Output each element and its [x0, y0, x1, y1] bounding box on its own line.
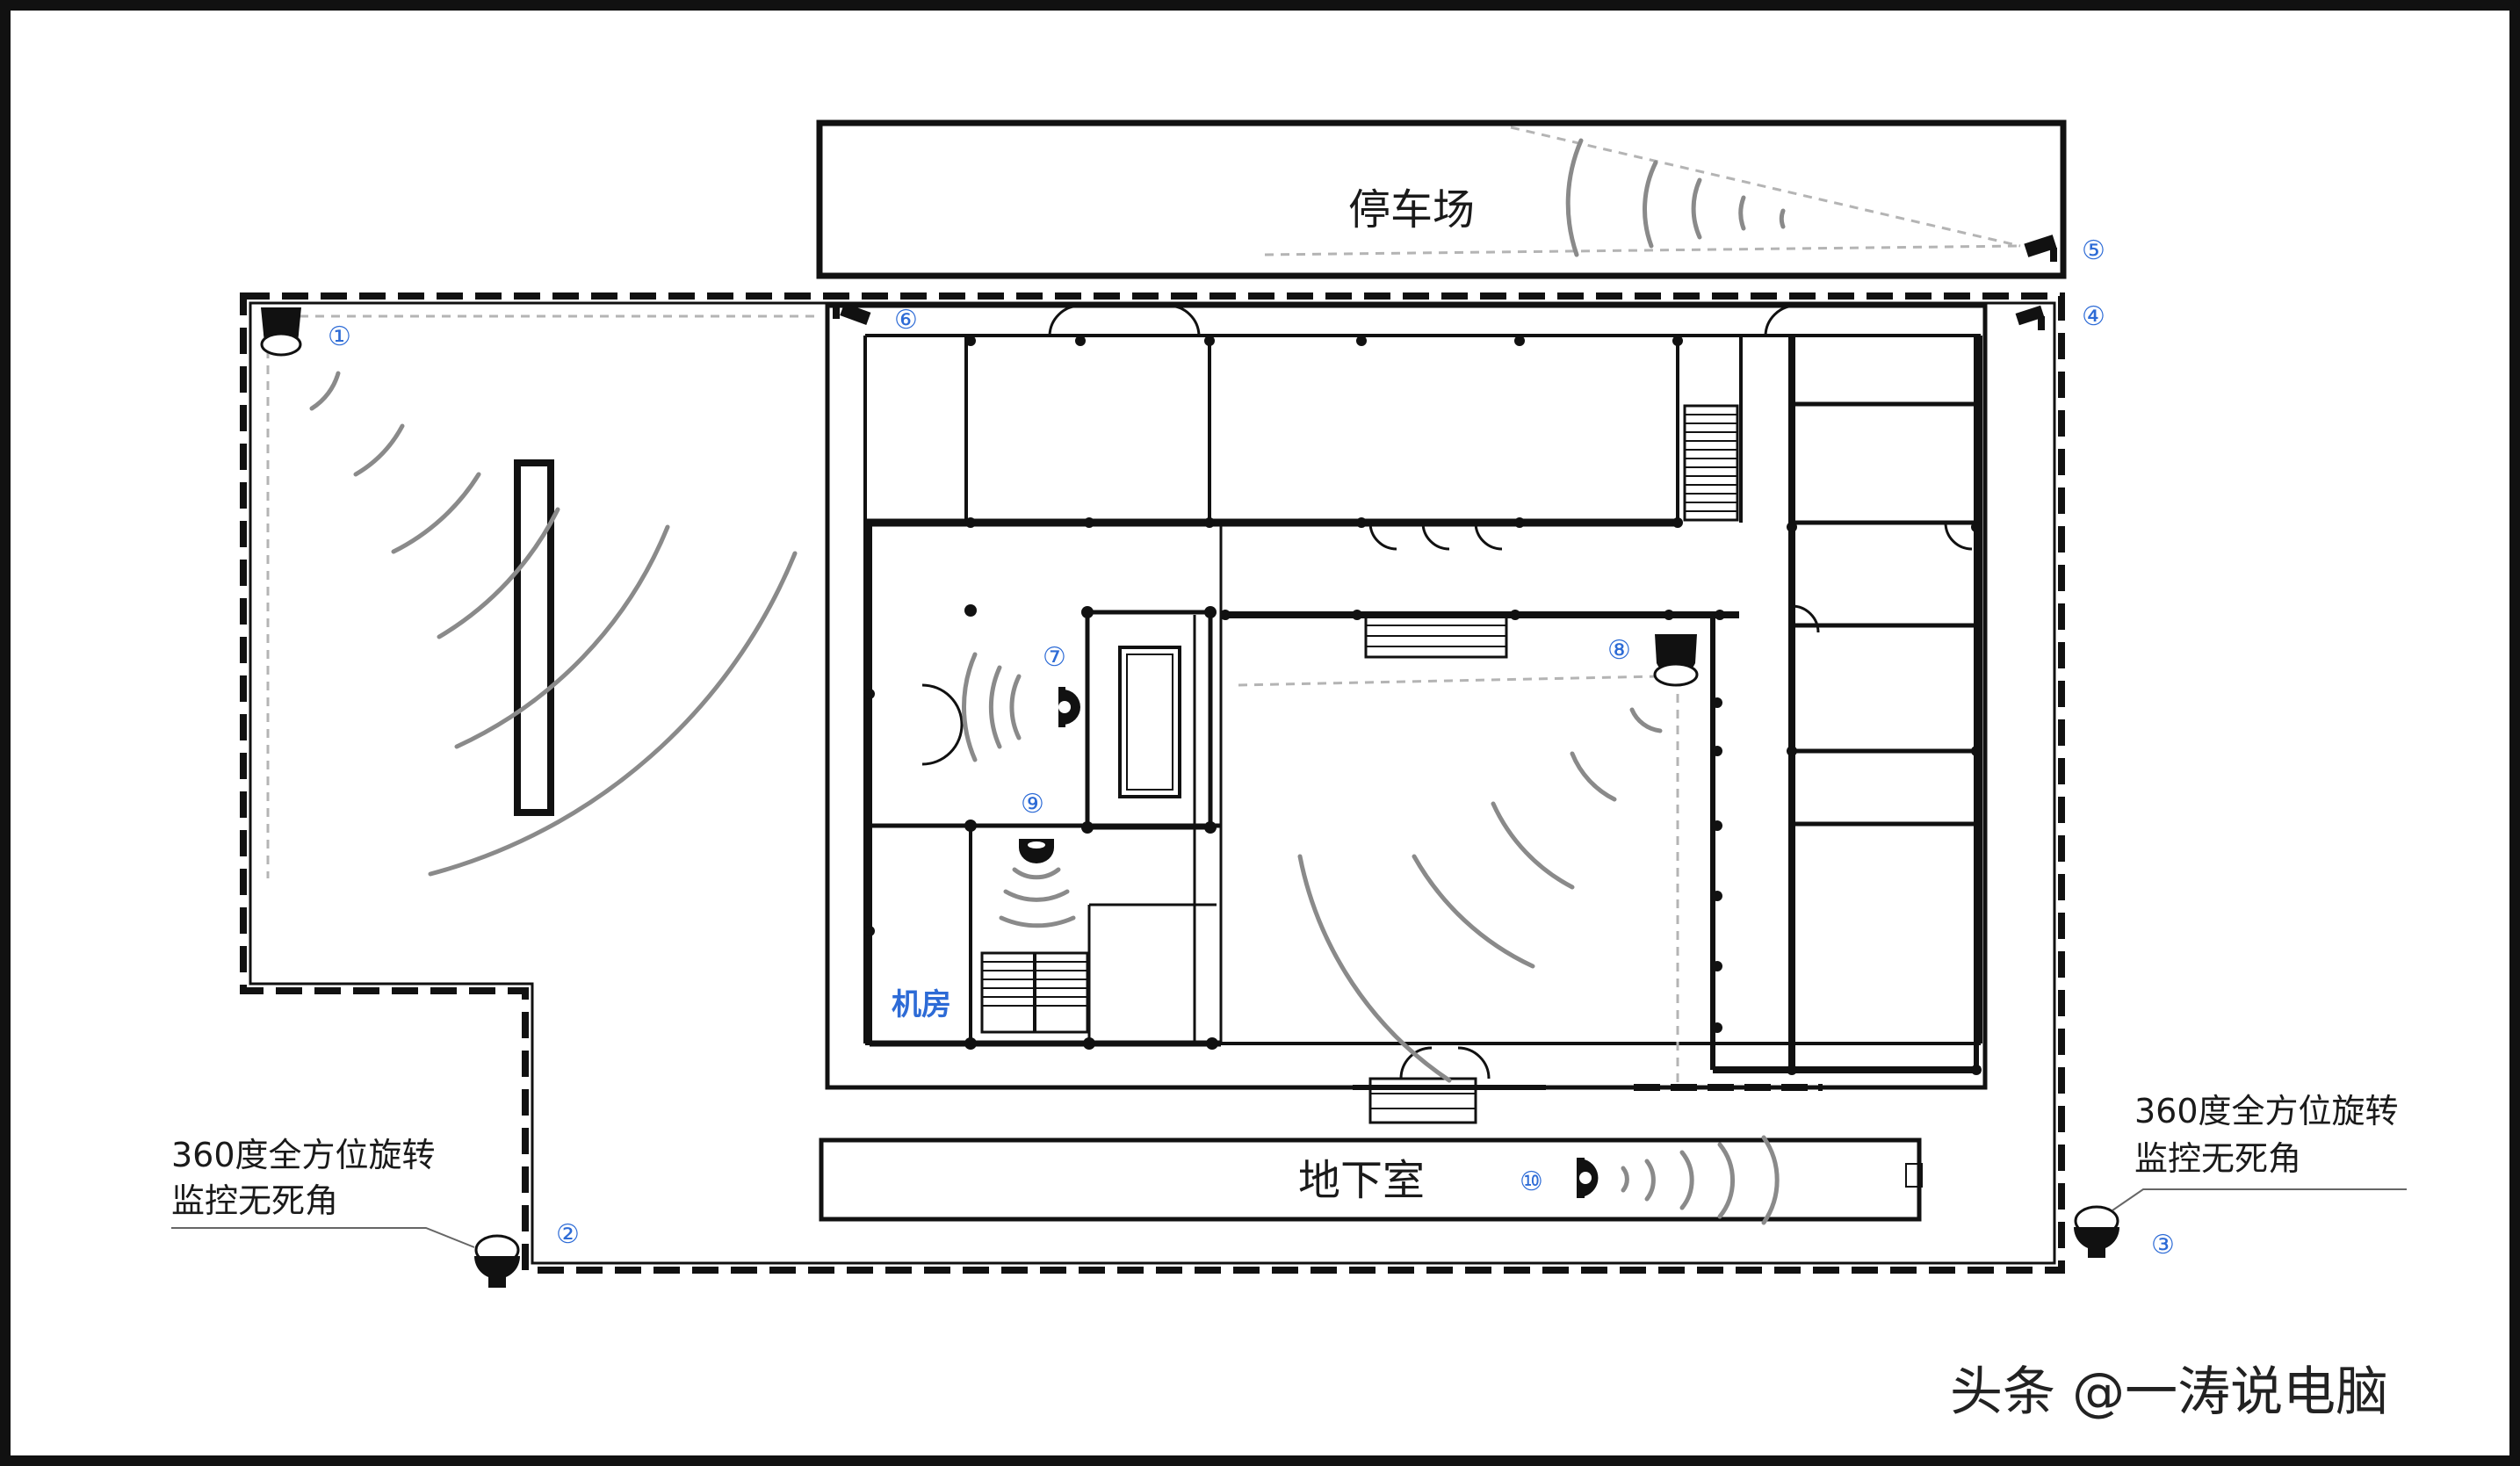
parking-area: 停车场 [816, 119, 2067, 279]
doors [921, 304, 1973, 1080]
camera-1-number: ① [328, 321, 351, 352]
camera-9-number: ⑨ [1021, 789, 1044, 820]
camera-3-number: ③ [2151, 1230, 2175, 1260]
camera-8-dome-icon [1653, 634, 1699, 687]
stairs-right [1683, 404, 1739, 522]
steps-entrance [1364, 613, 1508, 1124]
note-left: 360度全方位旋转 监控无死角 [171, 1136, 475, 1248]
camera-2-number: ② [556, 1219, 580, 1250]
basement-label: 地下室 [1298, 1156, 1425, 1205]
camera-10-number: ⑩ [1520, 1166, 1543, 1197]
camera-numbers: ① ② ③ ④ ⑤ ⑥ ⑦ ⑧ ⑨ ⑩ [328, 235, 2175, 1260]
camera-6-bullet-icon [833, 302, 871, 325]
camera-7-number: ⑦ [1043, 642, 1066, 673]
camera-8-number: ⑧ [1607, 635, 1631, 666]
basement-area: 地下室 [819, 1137, 1923, 1222]
note-left-line-1: 360度全方位旋转 [171, 1136, 436, 1174]
parking-label: 停车场 [1348, 185, 1475, 235]
coverage-arcs [309, 138, 1786, 1225]
sight-lines [266, 126, 2021, 1087]
camera-3-ptz-icon [2074, 1205, 2119, 1258]
camera-5-bullet-icon [2024, 235, 2057, 262]
note-left-line-2: 监控无死角 [171, 1181, 338, 1220]
camera-1-dome-icon [260, 307, 302, 357]
camera-5-number: ⑤ [2082, 235, 2105, 266]
camera-4-number: ④ [2082, 301, 2105, 332]
note-right-line-2: 监控无死角 [2134, 1139, 2301, 1178]
note-right-line-1: 360度全方位旋转 [2134, 1092, 2399, 1130]
camera-10-half-dome-icon [1577, 1158, 1599, 1198]
left-wall-block [514, 459, 554, 816]
stairs-lower [980, 951, 1089, 1034]
note-right: 360度全方位旋转 监控无死角 [2112, 1092, 2407, 1211]
camera-6-number: ⑥ [894, 305, 918, 336]
perimeter-fence-inner [249, 301, 2056, 1265]
columns [864, 336, 1982, 1075]
camera-7-half-dome-icon [1058, 687, 1080, 727]
server-room-label: 机房 [892, 987, 951, 1022]
watermark: 头条 @一涛说电脑 [1950, 1361, 2388, 1423]
camera-4-bullet-icon [2015, 305, 2045, 330]
camera-9-dome-icon [1019, 839, 1054, 863]
central-atrium [1085, 610, 1213, 830]
perimeter-fence [240, 292, 2065, 1274]
camera-2-ptz-icon [474, 1234, 520, 1288]
